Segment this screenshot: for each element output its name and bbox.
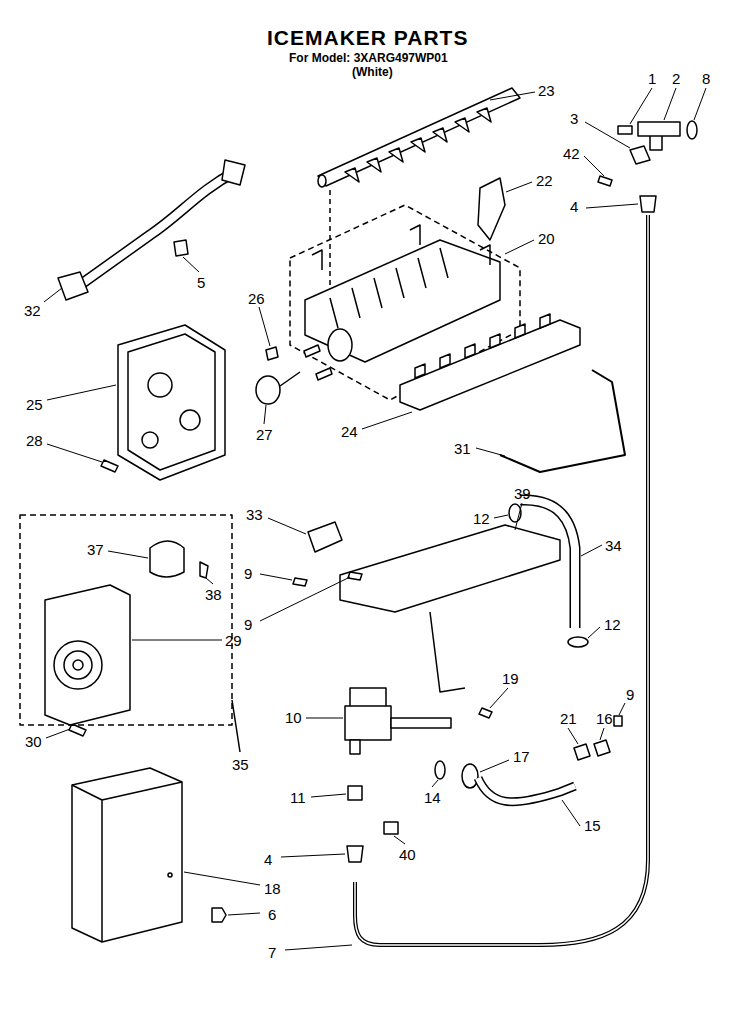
callout-number: 27 (256, 427, 273, 442)
callout-number: 20 (538, 231, 555, 246)
callout-number: 8 (702, 71, 710, 86)
callout-number: 4 (570, 199, 578, 214)
callout-number: 9 (244, 617, 252, 632)
callout-number: 25 (26, 397, 43, 412)
callout-number: 3 (570, 111, 578, 126)
callout-number: 23 (538, 83, 555, 98)
callout-number: 4 (264, 852, 272, 867)
callout-number: 39 (514, 486, 531, 501)
callout-number: 10 (285, 710, 302, 725)
callout-number: 9 (244, 566, 252, 581)
callout-number: 30 (25, 734, 42, 749)
callout-number: 24 (341, 424, 358, 439)
callout-number: 9 (626, 687, 634, 702)
callout-number: 29 (225, 633, 242, 648)
callout-number: 15 (584, 818, 601, 833)
callout-number: 6 (268, 907, 276, 922)
color-line: (White) (352, 66, 393, 78)
callout-number: 2 (672, 71, 680, 86)
callout-number: 5 (197, 275, 205, 290)
callout-number: 1 (648, 71, 656, 86)
callout-number: 21 (560, 711, 577, 726)
callout-number: 12 (604, 617, 621, 632)
callout-number: 40 (399, 847, 416, 862)
callout-number: 17 (513, 749, 530, 764)
callout-number: 19 (502, 671, 519, 686)
callout-number: 26 (248, 291, 265, 306)
callout-number: 16 (596, 711, 613, 726)
callout-number: 38 (205, 587, 222, 602)
callout-number: 11 (290, 790, 306, 805)
callout-number: 22 (536, 173, 553, 188)
callout-number: 31 (454, 441, 471, 456)
model-line: For Model: 3XARG497WP01 (289, 52, 448, 64)
callout-number: 7 (268, 945, 276, 960)
callout-number: 37 (87, 542, 104, 557)
callout-number: 14 (424, 790, 441, 805)
callout-number: 32 (24, 303, 41, 318)
callout-number: 33 (246, 507, 263, 522)
callout-number: 35 (232, 757, 249, 772)
callout-number: 28 (26, 433, 43, 448)
callout-number: 18 (264, 881, 281, 896)
diagram-title: ICEMAKER PARTS (267, 27, 468, 48)
callout-number: 34 (605, 538, 622, 553)
callout-number: 42 (563, 146, 580, 161)
callout-number: 12 (473, 511, 490, 526)
